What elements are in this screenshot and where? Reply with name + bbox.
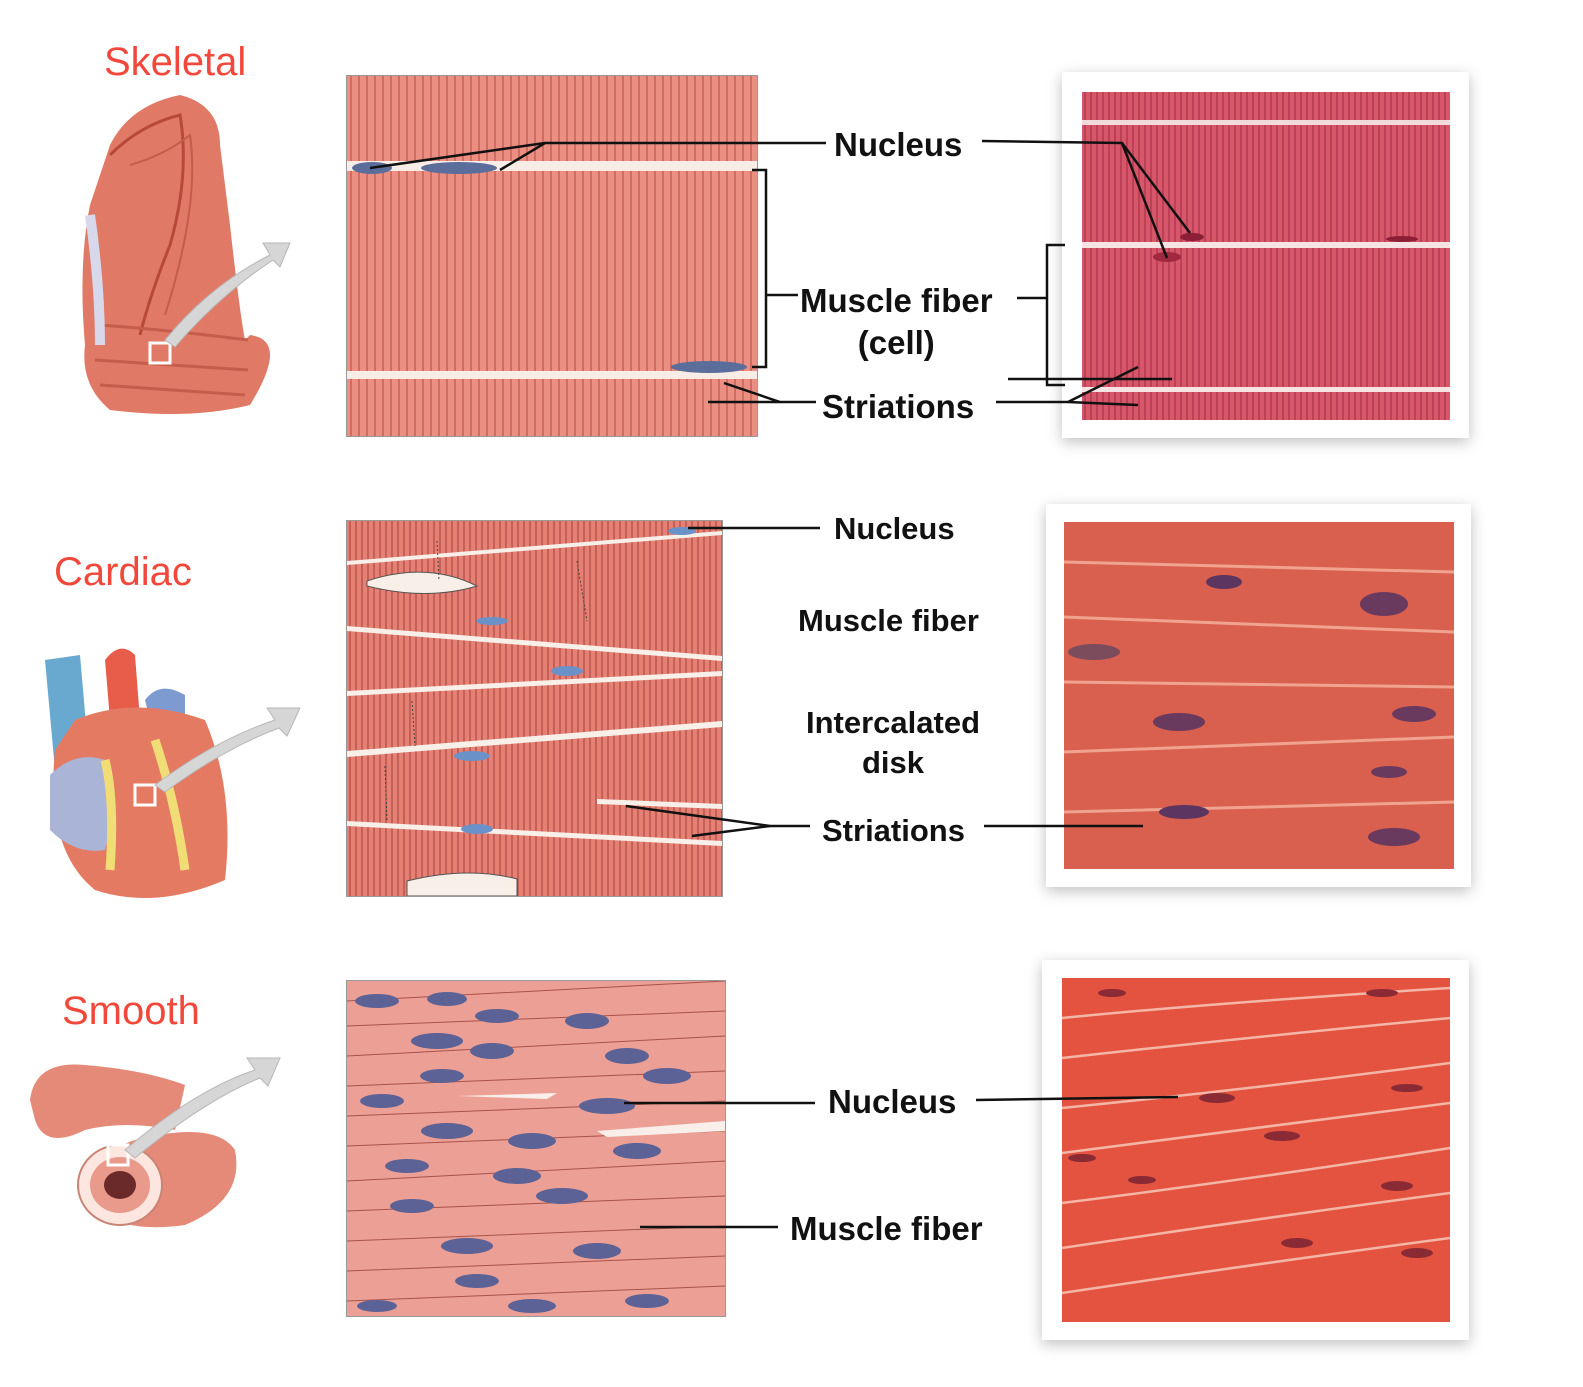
nucleus-shape bbox=[352, 162, 392, 174]
skeletal-striations-label: Striations bbox=[822, 388, 975, 425]
skeletal-drawing bbox=[346, 75, 758, 437]
cardiac-micrograph-frame bbox=[1046, 504, 1471, 887]
cardiac-drawing bbox=[346, 520, 723, 897]
cardiac-intercalated-line1: Intercalated bbox=[806, 705, 981, 740]
cardiac-intercalated-line2: disk bbox=[861, 745, 925, 780]
skeletal-nucleus-label: Nucleus bbox=[834, 126, 963, 163]
cardiac-striations-label: Striations bbox=[822, 813, 965, 848]
intestine-illustration bbox=[30, 1057, 281, 1228]
cardiac-muscle-fiber-label: Muscle fiber bbox=[798, 603, 979, 638]
smooth-micrograph-frame bbox=[1042, 960, 1469, 1340]
smooth-nucleus-label: Nucleus bbox=[828, 1083, 957, 1120]
skeletal-muscle-fiber-label: Muscle fiber (cell) bbox=[800, 280, 993, 364]
cardiac-intercalated-disk-label: Intercalated disk bbox=[806, 703, 980, 783]
skeletal-micrograph-frame bbox=[1062, 72, 1469, 438]
skeletal-muscle-fiber-line2: (cell) bbox=[857, 324, 935, 361]
nucleus-shape bbox=[671, 361, 747, 373]
skeletal-micrograph bbox=[1082, 92, 1450, 420]
heart-illustration bbox=[45, 648, 301, 898]
smooth-muscle-fiber-label: Muscle fiber bbox=[790, 1210, 983, 1247]
cardiac-nucleus-label: Nucleus bbox=[834, 511, 955, 546]
smooth-title: Smooth bbox=[62, 989, 200, 1033]
smooth-micrograph bbox=[1062, 978, 1450, 1322]
skeletal-muscle-fiber-line1: Muscle fiber bbox=[800, 282, 993, 319]
smooth-drawing bbox=[346, 980, 726, 1317]
cardiac-micrograph bbox=[1064, 522, 1454, 869]
arm-illustration bbox=[82, 95, 291, 414]
nucleus-shape bbox=[421, 162, 497, 174]
cardiac-title: Cardiac bbox=[54, 550, 192, 594]
skeletal-title: Skeletal bbox=[104, 40, 247, 84]
